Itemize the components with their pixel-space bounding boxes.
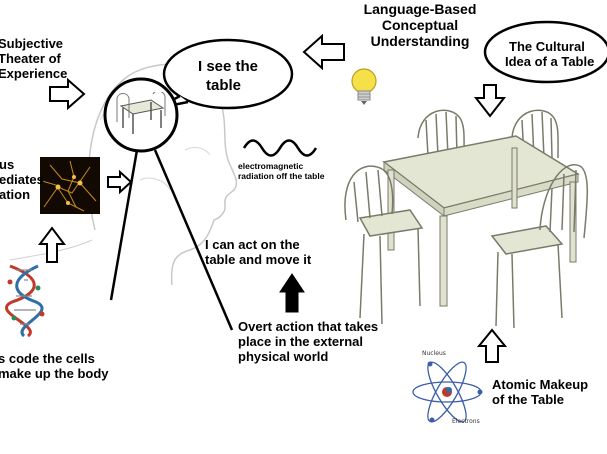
arrow-left-icon	[302, 33, 345, 71]
speech-bubble	[162, 38, 294, 110]
neuron-image	[40, 157, 100, 214]
dna-image	[5, 264, 45, 338]
arrow-down-icon	[473, 84, 507, 118]
arrow-right-icon	[49, 77, 86, 111]
thought-circle	[103, 77, 179, 153]
overt-action-label: Overt action that takes place in the ext…	[238, 319, 379, 364]
neurons-partial-label: us ediates ation	[0, 157, 44, 202]
arrow-right-small-icon	[107, 169, 133, 195]
arrow-up-atom-icon	[476, 328, 508, 363]
dna-partial-label: s code the cells make up the body	[0, 351, 109, 381]
em-radiation-label: electromagnetic radiation off the table	[238, 161, 325, 181]
cultural-idea-label: The Cultural Idea of a Table	[505, 39, 595, 69]
atom-icon	[412, 361, 483, 423]
table-icon	[116, 92, 166, 134]
lightbulb-icon	[351, 68, 377, 105]
language-based-label: Language-Based Conceptual Understanding	[363, 1, 477, 50]
electrons-label: Electrons	[452, 418, 480, 425]
table-chairs-image	[344, 109, 589, 328]
wave-icon	[242, 139, 318, 157]
subjective-theater-label: Subjective Theater of Experience	[0, 36, 68, 81]
arrow-up-solid-icon	[279, 273, 305, 313]
speech-bubble-text: I see the table	[198, 58, 259, 95]
atomic-makeup-label: Atomic Makeup of the Table	[492, 377, 589, 407]
act-on-table-label: I can act on the table and move it	[205, 237, 312, 267]
cultural-bubble	[483, 20, 607, 84]
nucleus-label: Nucleus	[422, 350, 446, 357]
arrow-up-icon	[38, 226, 66, 263]
